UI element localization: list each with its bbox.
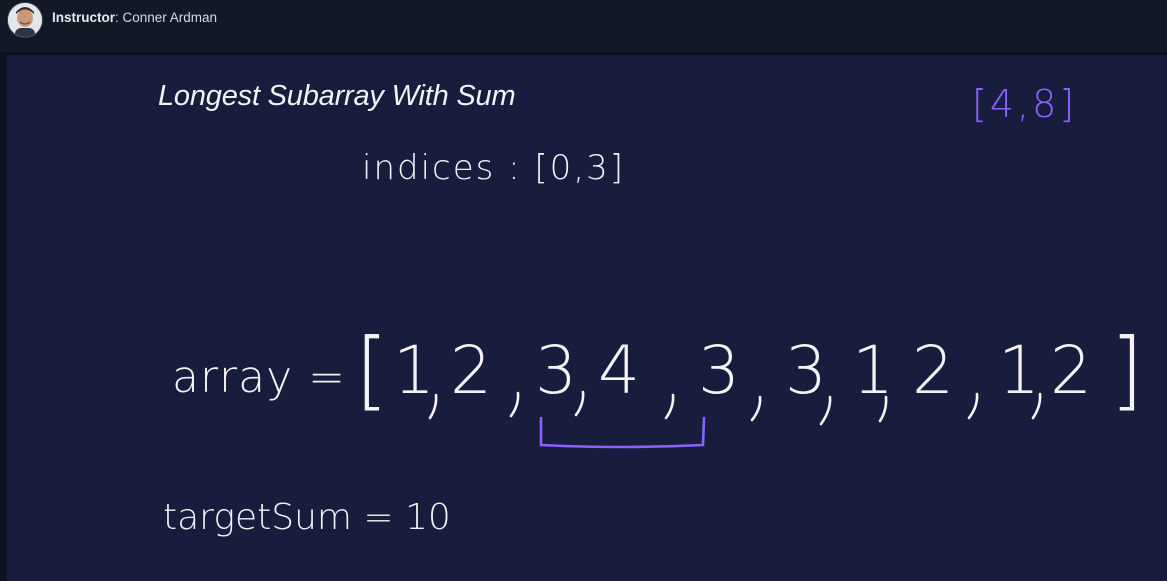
board-title: Longest Subarray With Sum [158, 80, 516, 112]
instructor-bar: Instructor: Conner Ardman [0, 0, 1167, 52]
array-comma [1031, 392, 1042, 420]
array-comma [428, 393, 438, 420]
array-comma [967, 392, 979, 420]
array-open-bracket: [ [355, 320, 389, 420]
array-value: 2 [912, 332, 954, 409]
array-comma [878, 395, 888, 423]
array-comma [509, 391, 520, 418]
array-value: 2 [450, 332, 492, 409]
instructor-name: : Conner Ardman [115, 10, 218, 25]
array-value: 1 [852, 332, 894, 409]
array-value: 4 [598, 332, 640, 409]
target-sum-note: targetSum = 10 [163, 497, 451, 538]
array-comma [819, 395, 832, 426]
instructor-avatar[interactable] [7, 2, 43, 38]
instructor-prefix: Instructor [52, 10, 116, 25]
whiteboard-canvas[interactable] [7, 55, 1167, 581]
array-label: array = [172, 352, 346, 403]
array-value: 3 [535, 332, 577, 409]
range-note: [4,8] [972, 82, 1078, 126]
array-value: 2 [1050, 332, 1092, 409]
array-value: 1 [393, 332, 435, 409]
instructor-label: Instructor: Conner Ardman [52, 10, 217, 25]
array-value: 3 [698, 332, 740, 409]
indices-note: indices : [0,3] [362, 148, 626, 188]
array-comma [664, 393, 675, 420]
subarray-underline [539, 416, 706, 449]
array-comma [574, 390, 585, 417]
array-close-bracket: ] [1110, 320, 1144, 420]
array-value: 1 [998, 332, 1040, 409]
array-value: 3 [785, 332, 827, 409]
array-comma [750, 395, 762, 422]
